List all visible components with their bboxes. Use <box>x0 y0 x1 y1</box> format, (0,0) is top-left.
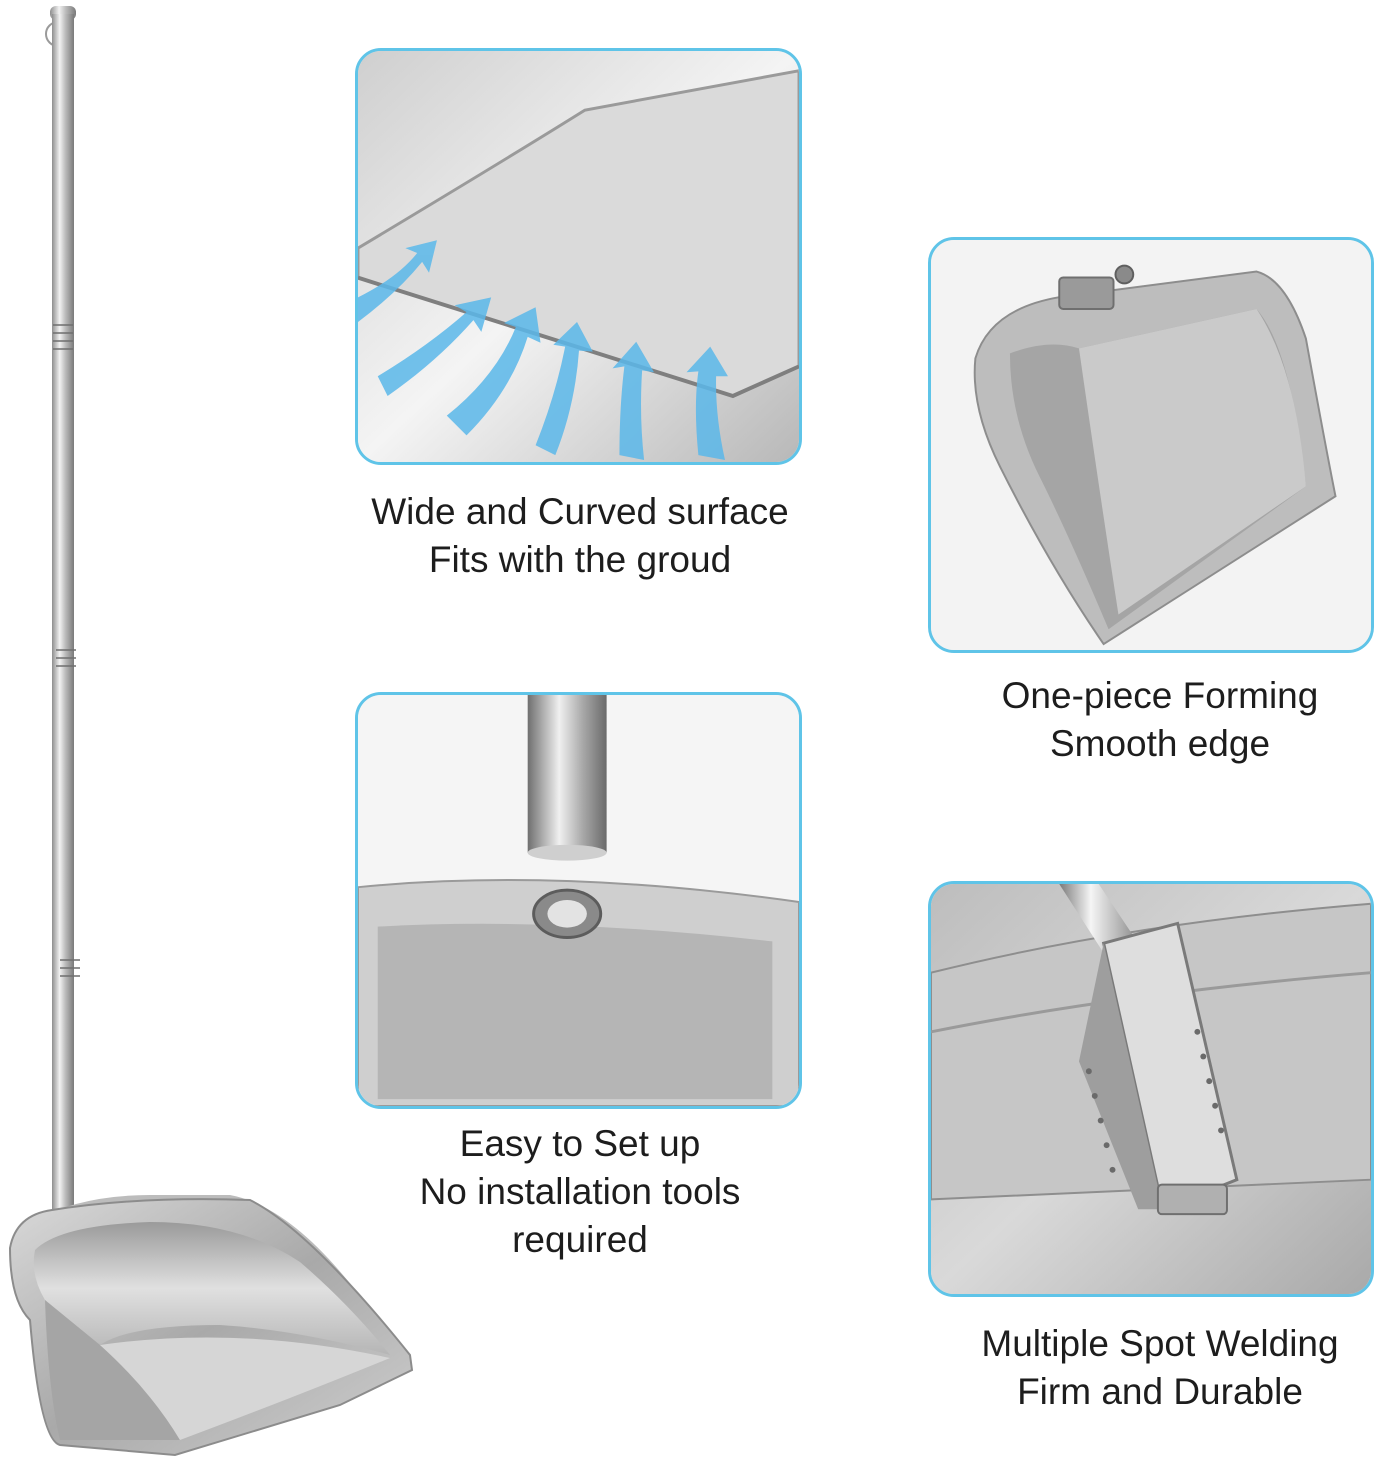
feature-caption-line: Multiple Spot Welding <box>981 1323 1339 1364</box>
setup-image-frame <box>355 692 802 1109</box>
feature-caption-line: Smooth edge <box>1049 723 1271 764</box>
feature-caption-line: Firm and Durable <box>1017 1371 1303 1412</box>
feature-caption-line: Wide and Curved surface <box>371 491 789 532</box>
feature-caption-line: No installation tools <box>419 1171 741 1212</box>
feature-caption-line: One-piece Forming <box>1001 675 1319 716</box>
spot-weld-icon <box>931 884 1371 1294</box>
feature-caption: One-piece Forming Smooth edge <box>910 672 1381 768</box>
feature-caption: Easy to Set up No installation tools req… <box>330 1120 830 1264</box>
one-piece-image-frame <box>928 237 1374 653</box>
curved-surface-image-frame <box>355 48 802 465</box>
one-piece-pan-icon <box>931 240 1371 650</box>
handle-socket-icon <box>358 695 799 1106</box>
feature-caption-line: required <box>512 1219 648 1260</box>
spot-weld-image-frame <box>928 881 1374 1297</box>
curved-surface-arrows-icon <box>358 51 799 462</box>
feature-caption: Multiple Spot Welding Firm and Durable <box>910 1320 1381 1416</box>
feature-caption: Wide and Curved surface Fits with the gr… <box>330 488 830 584</box>
feature-caption-line: Fits with the groud <box>428 539 732 580</box>
feature-caption-line: Easy to Set up <box>459 1123 701 1164</box>
dustpan-product-image <box>8 6 414 1457</box>
